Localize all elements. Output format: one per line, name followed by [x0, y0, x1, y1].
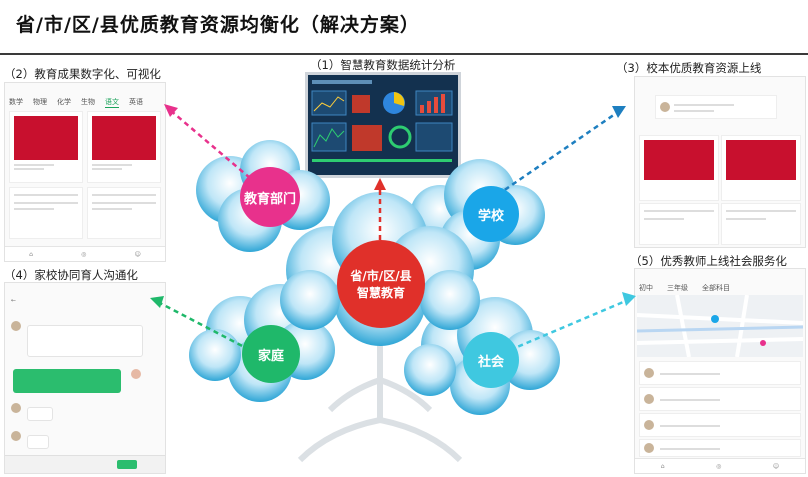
center-label-line2: 智慧教育 — [356, 286, 405, 300]
node-family-label: 家庭 — [257, 348, 284, 364]
arrow-head-school — [612, 106, 626, 118]
teacher-list-item[interactable] — [639, 361, 801, 385]
document-card[interactable] — [87, 111, 161, 183]
caption-data-analysis: （1）智慧教育数据统计分析 — [310, 58, 456, 72]
resource-card[interactable] — [721, 135, 801, 201]
tab-chinese[interactable]: 语文 — [105, 98, 119, 108]
node-edu-dept-label: 教育部门 — [243, 191, 296, 207]
center-label-line1: 省/市/区/县 — [350, 269, 412, 283]
map-pin-icon — [760, 340, 766, 346]
document-card[interactable] — [9, 187, 83, 239]
arrow-head-family — [150, 296, 164, 308]
document-card[interactable] — [87, 187, 161, 239]
user-icon[interactable]: ☺ — [134, 250, 141, 258]
connector-society — [509, 298, 629, 352]
voice-message[interactable] — [27, 407, 53, 421]
caption-home-school: （4）家校协同育人沟通化 — [4, 268, 138, 282]
phone-home-school: ← — [4, 282, 166, 474]
map-view[interactable] — [637, 295, 803, 357]
tab-chemistry[interactable]: 化学 — [57, 98, 71, 106]
home-icon[interactable]: ⌂ — [660, 462, 665, 470]
voice-message[interactable] — [27, 435, 49, 449]
dashboard-monitor — [305, 72, 461, 178]
caption-edu-results: （2）教育成果数字化、可视化 — [4, 67, 161, 81]
chat-icon[interactable]: ◎ — [716, 462, 722, 470]
node-center[interactable]: 省/市/区/县 智慧教育 — [337, 240, 425, 328]
teacher-list-item[interactable] — [639, 439, 801, 457]
arrow-head-edu-dept — [164, 104, 178, 117]
tab-physics[interactable]: 物理 — [33, 98, 47, 106]
filter-subject[interactable]: 全部科目 — [702, 284, 730, 292]
teacher-card[interactable] — [655, 95, 777, 119]
node-edu-dept[interactable]: 教育部门 — [240, 167, 300, 227]
message-bubble — [27, 325, 143, 357]
teacher-list-item[interactable] — [639, 387, 801, 411]
tab-math[interactable]: 数学 — [9, 98, 23, 106]
bottom-nav: ⌂ ◎ ☺ — [635, 458, 805, 473]
node-school-label: 学校 — [477, 208, 504, 224]
avatar — [11, 431, 21, 441]
resource-card[interactable] — [639, 135, 719, 201]
arrow-head-society — [622, 292, 636, 306]
certificate-thumbnail — [726, 140, 796, 180]
phone-school-resources — [634, 76, 806, 248]
node-society[interactable]: 社会 — [463, 332, 519, 388]
title-divider — [0, 53, 808, 55]
tab-biology[interactable]: 生物 — [81, 98, 95, 106]
user-icon[interactable]: ☺ — [772, 462, 780, 470]
avatar — [131, 369, 141, 379]
caption-teacher-service: （5）优秀教师上线社会服务化 — [630, 254, 787, 268]
arrow-head-center — [374, 178, 386, 190]
chat-input-bar[interactable] — [5, 455, 165, 473]
back-icon[interactable]: ← — [11, 297, 17, 304]
resource-card[interactable] — [721, 203, 801, 245]
document-card[interactable] — [9, 111, 83, 183]
dashboard-screen — [308, 75, 458, 175]
tab-english[interactable]: 英语 — [129, 98, 143, 106]
reply-bubble — [13, 369, 121, 393]
node-family[interactable]: 家庭 — [242, 325, 300, 383]
avatar — [11, 403, 21, 413]
filter-grade[interactable]: 三年级 — [667, 284, 688, 292]
subject-tabs: 数学 物理 化学 生物 语文 英语 — [5, 95, 165, 110]
bottom-nav: ⌂ ◎ ☺ — [5, 246, 165, 261]
connector-school — [489, 110, 619, 202]
phone-teacher-service: 初中 三年级 全部科目 ⌂ ◎ ☺ — [634, 268, 806, 474]
send-button[interactable] — [117, 460, 137, 469]
certificate-thumbnail — [92, 116, 156, 160]
filter-chips: 初中 三年级 全部科目 — [635, 281, 805, 295]
chat-icon[interactable]: ◎ — [81, 250, 87, 258]
teacher-list-item[interactable] — [639, 413, 801, 437]
certificate-thumbnail — [644, 140, 714, 180]
caption-school-resources: （3）校本优质教育资源上线 — [616, 61, 762, 75]
certificate-thumbnail — [14, 116, 78, 160]
resource-card[interactable] — [639, 203, 719, 245]
phone-edu-results: 数学 物理 化学 生物 语文 英语 ⌂ ◎ ☺ — [4, 82, 166, 262]
node-society-label: 社会 — [477, 354, 504, 370]
avatar — [11, 321, 21, 331]
node-school[interactable]: 学校 — [463, 186, 519, 242]
map-pin-icon — [711, 315, 719, 323]
filter-grade-level[interactable]: 初中 — [639, 284, 653, 292]
page-title: 省/市/区/县优质教育资源均衡化（解决方案） — [16, 14, 420, 36]
home-icon[interactable]: ⌂ — [29, 250, 33, 258]
